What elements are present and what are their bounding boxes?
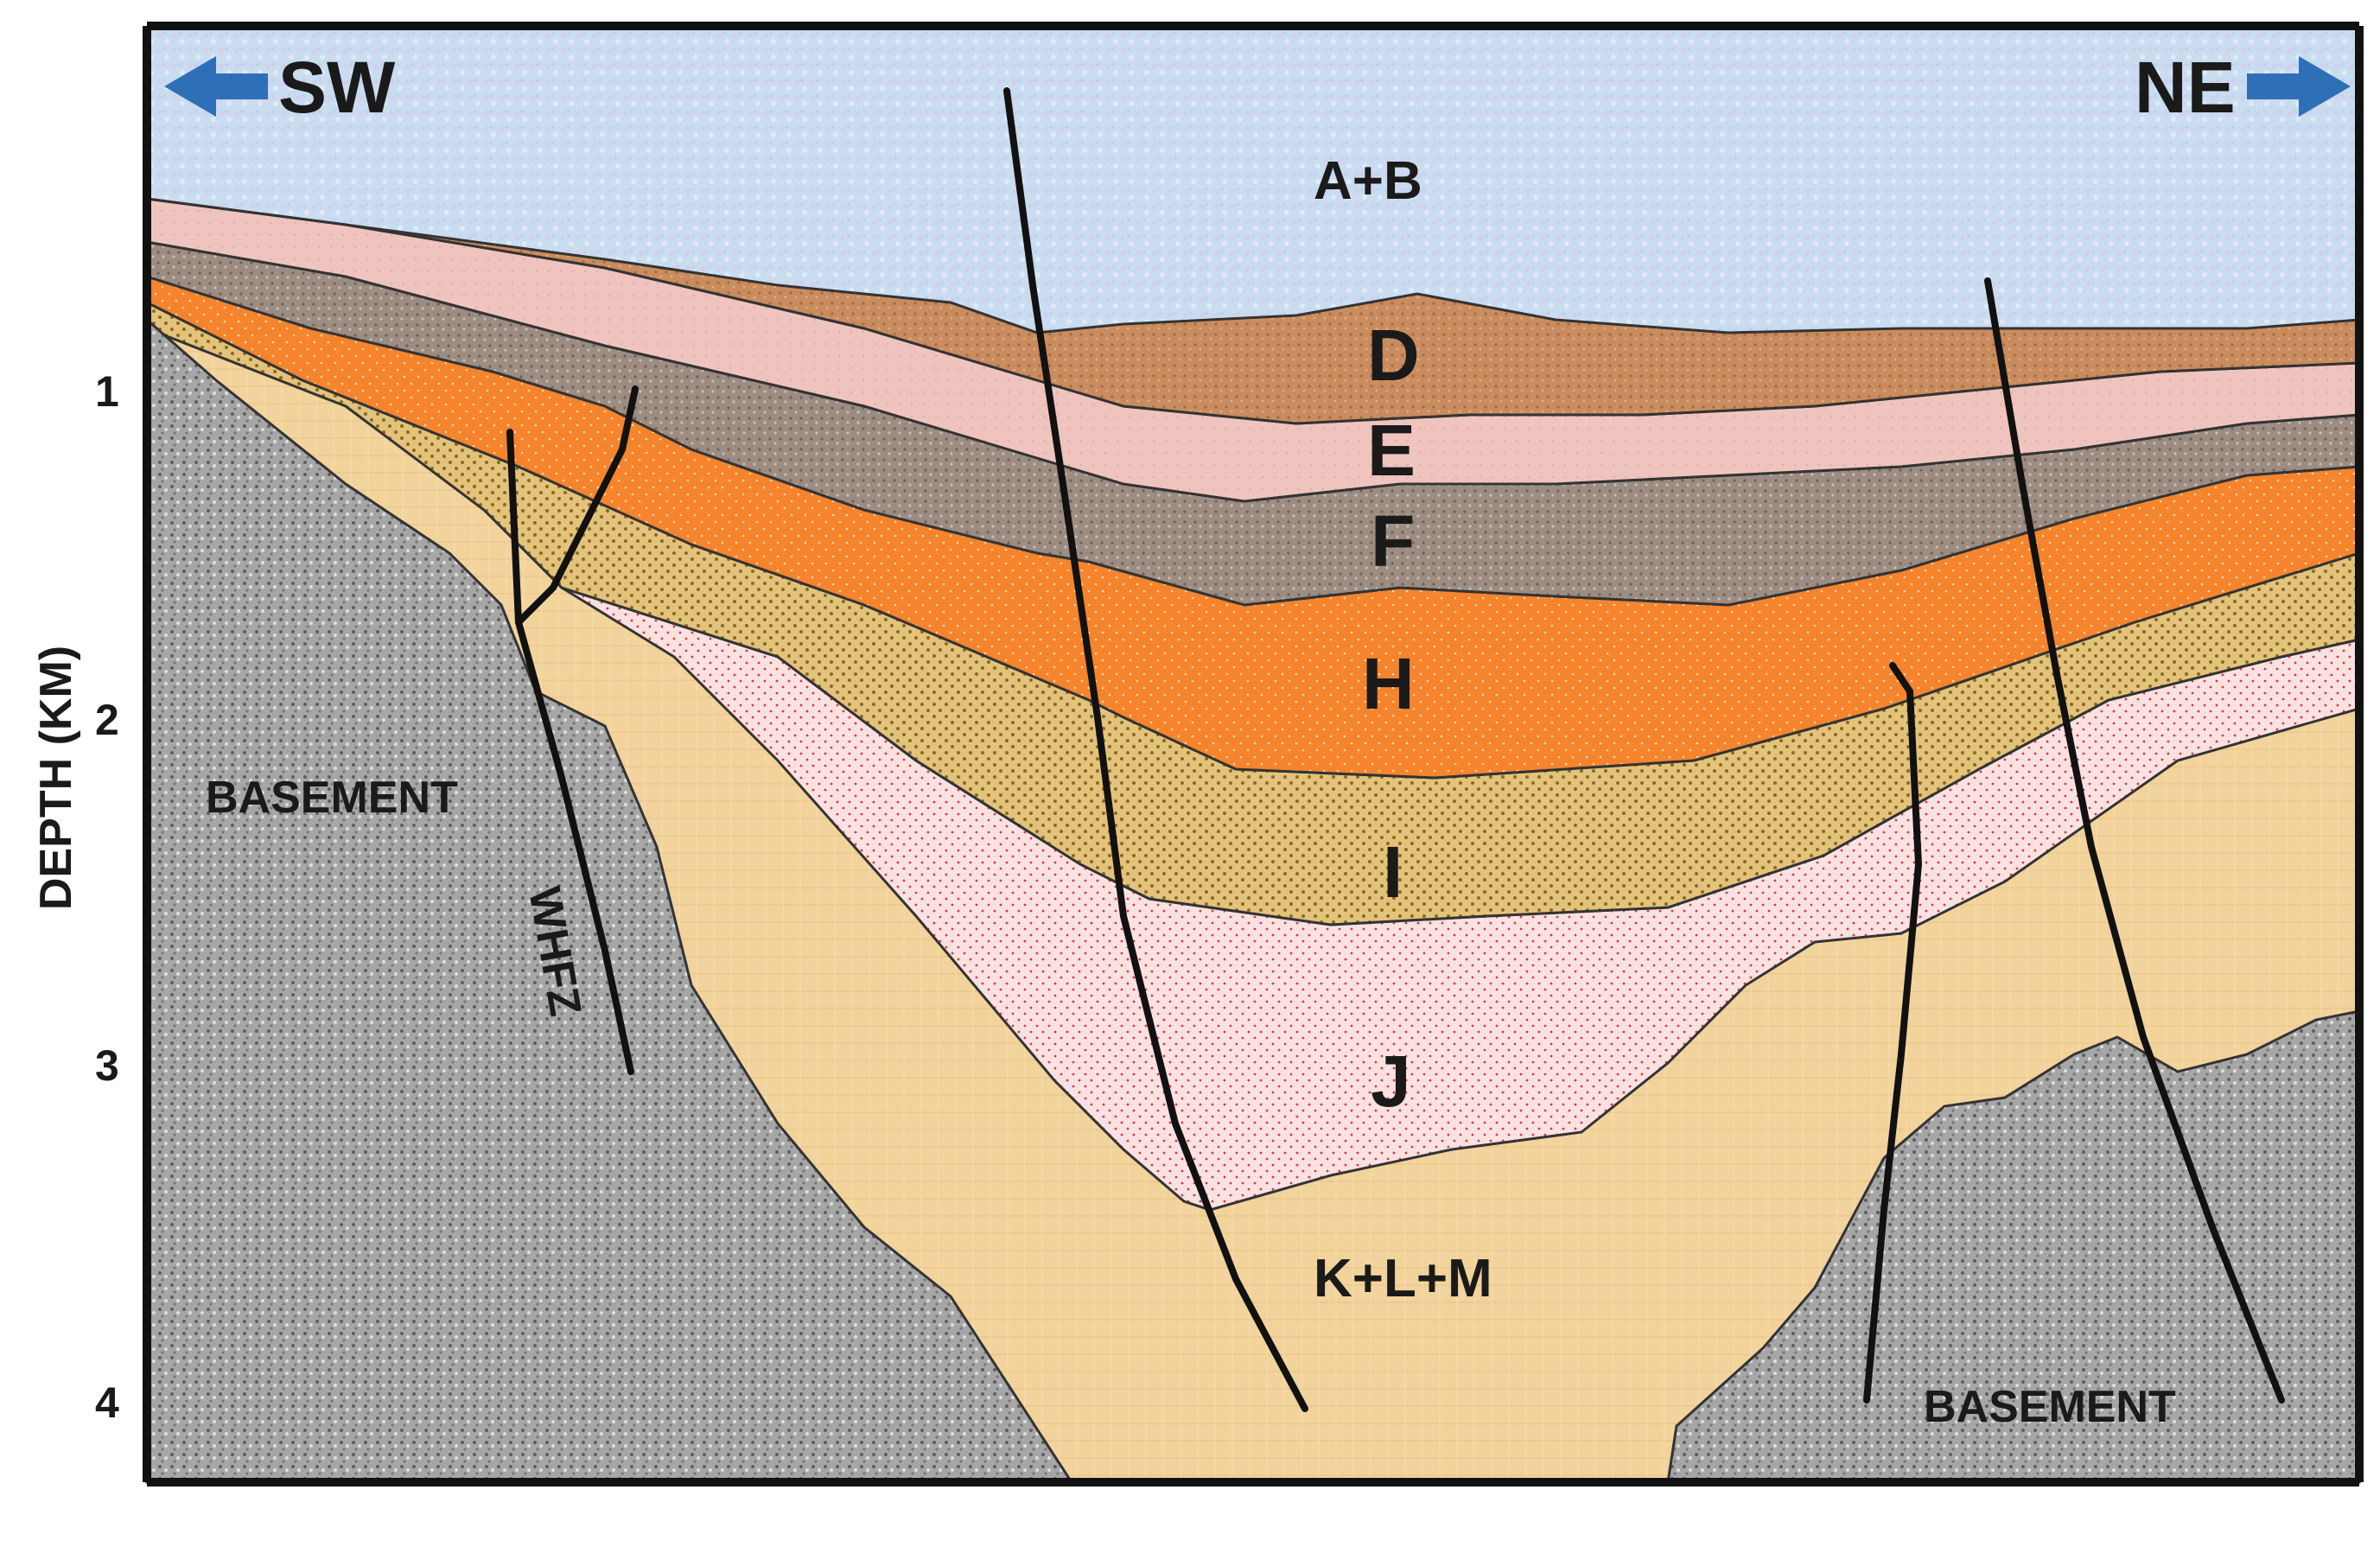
arrow-left-icon bbox=[164, 56, 268, 117]
depth-axis-label: DEPTH (KM) bbox=[31, 646, 81, 910]
direction-arrow-right bbox=[2247, 56, 2351, 117]
unit-label-f: F bbox=[1371, 500, 1415, 582]
basement-left-label: BASEMENT bbox=[206, 773, 458, 823]
fault-main bbox=[1003, 87, 1308, 1412]
unit-label-d: D bbox=[1367, 315, 1420, 396]
direction-right-label: NE bbox=[2135, 47, 2236, 128]
fault-right-outer bbox=[1984, 277, 2285, 1404]
fault-right-inner bbox=[1863, 662, 1923, 1404]
unit-label-i: I bbox=[1383, 831, 1403, 913]
unit-label-e: E bbox=[1367, 410, 1416, 491]
unit-label-klm: K+L+M bbox=[1314, 1249, 1492, 1308]
depth-tick-4: 4 bbox=[95, 1378, 119, 1427]
basement-right-label: BASEMENT bbox=[1924, 1382, 2176, 1432]
fault-whfz-splay bbox=[515, 385, 639, 626]
unit-label-j: J bbox=[1371, 1041, 1411, 1122]
unit-label-h: H bbox=[1362, 643, 1415, 724]
fault-lines bbox=[506, 87, 2285, 1412]
basement-left bbox=[145, 316, 1074, 1484]
depth-tick-2: 2 bbox=[95, 696, 119, 744]
unit-label-ab: A+B bbox=[1314, 151, 1422, 211]
basement-right bbox=[1666, 1009, 2361, 1484]
direction-arrow-left bbox=[164, 56, 268, 117]
direction-left-label: SW bbox=[278, 47, 396, 128]
unit-d bbox=[146, 197, 2361, 425]
section-frame bbox=[143, 22, 2364, 1487]
arrow-right-icon bbox=[2247, 56, 2351, 117]
depth-tick-3: 3 bbox=[95, 1041, 119, 1090]
depth-tick-1: 1 bbox=[95, 367, 119, 416]
fault-whfz bbox=[506, 429, 634, 1075]
